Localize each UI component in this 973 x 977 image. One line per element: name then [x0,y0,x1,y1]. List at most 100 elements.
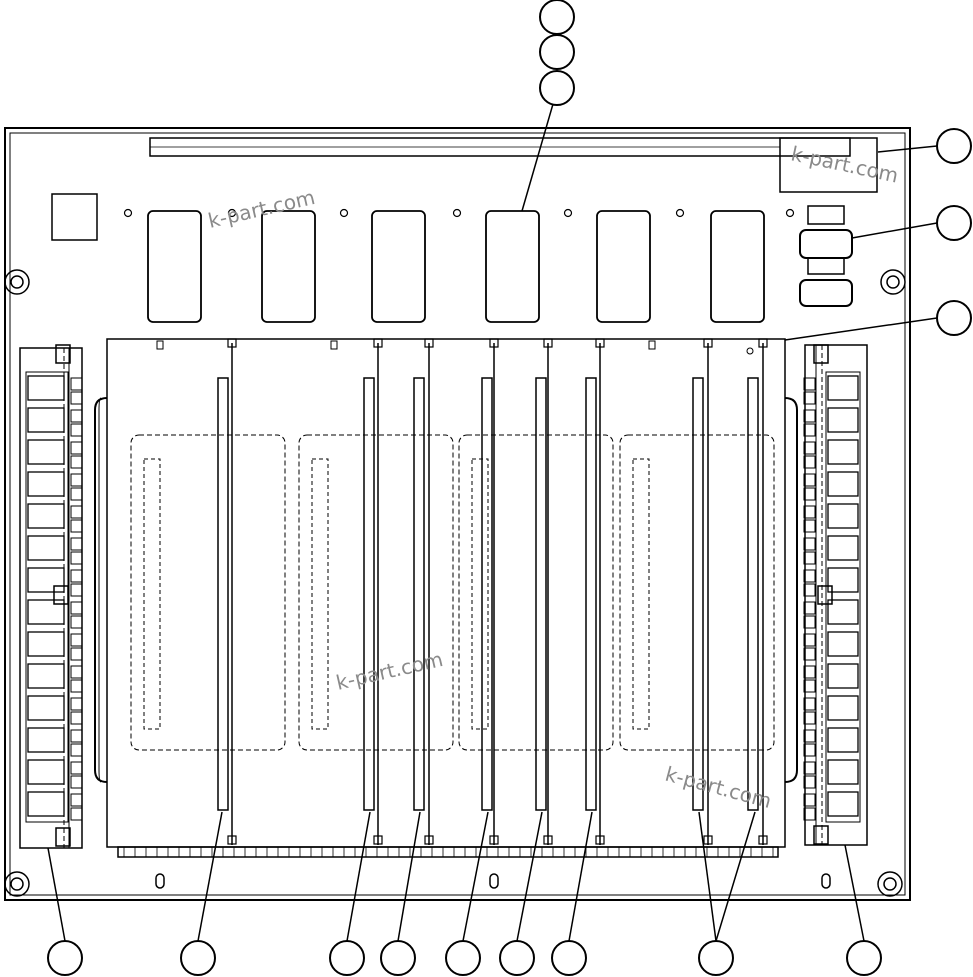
terminal-screw [803,697,816,711]
callout-bubble-bottom [47,940,83,976]
guide-clip-bottom [489,835,499,845]
terminal-screw [70,697,83,711]
terminal-strip-right [803,344,868,846]
terminal-screw [70,487,83,501]
terminal-screw [70,519,83,533]
callout-bubble-bottom [846,940,882,976]
terminal-block [27,727,65,753]
card-guide [481,377,493,811]
terminal-screw [803,505,816,519]
rivet [785,208,795,218]
rivet [452,208,462,218]
opening [147,210,202,323]
guide-clip-top [227,338,237,348]
leader-line [521,103,554,212]
terminal-block [827,375,859,401]
terminal-screw [70,679,83,693]
callout-bubble-top [539,70,575,106]
cage-tab [648,340,656,350]
terminal-screw [803,551,816,565]
terminal-screw [803,647,816,661]
terminal-block [827,599,859,625]
callout-bubble-bottom [180,940,216,976]
leader-line [568,811,593,942]
rivet [675,208,685,218]
card-guide [363,377,375,811]
terminal-screw [803,455,816,469]
terminal-screw [70,729,83,743]
terminal-screw [70,743,83,757]
guide-clip-bottom [424,835,434,845]
leader-line [47,847,66,942]
terminal-screw [70,473,83,487]
card-guide [535,377,547,811]
connector-block [51,193,98,241]
guide-clip-bottom [703,835,713,845]
terminal-block [827,759,859,785]
terminal-block [827,791,859,817]
leader-line [516,811,543,942]
guide-clip-top [703,338,713,348]
terminal-block [827,663,859,689]
terminal-screw [70,423,83,437]
terminal-screw [803,377,816,391]
terminal-block [27,599,65,625]
terminal-block [27,567,65,593]
terminal-screw [803,601,816,615]
terminal-screw [70,583,83,597]
terminal-block [27,375,65,401]
terminal-screw [70,615,83,629]
terminal-block [827,695,859,721]
terminal-screw [803,665,816,679]
terminal-screw [803,679,816,693]
terminal-screw [803,487,816,501]
rivet-row [123,208,795,218]
terminal-screw [70,537,83,551]
terminal-screw [70,441,83,455]
terminal-block [827,631,859,657]
opening [261,210,316,323]
leader-line [197,811,223,942]
card-slot [130,434,286,751]
terminal-block [27,471,65,497]
leader-line [715,811,756,942]
card-slot [619,434,775,751]
callout-bubble-bottom [329,940,365,976]
mounting-holes [4,269,906,897]
label-plate [779,137,878,193]
terminal-screw [70,505,83,519]
terminal-screw [803,441,816,455]
callout-bubble-bottom [499,940,535,976]
terminal-screw [803,711,816,725]
terminal-block [827,567,859,593]
terminal-screw [70,601,83,615]
terminal-block [27,759,65,785]
card-guides [156,338,768,845]
watermark-2: k-part.com [789,141,901,187]
guide-clip-top [758,338,768,348]
terminal-screw [803,775,816,789]
guide-clip-top [373,338,383,348]
terminal-screw [70,711,83,725]
leader-line [698,811,717,942]
leader-line [784,317,938,341]
terminal-block [827,535,859,561]
terminal-screw [803,537,816,551]
guide-clip-bottom [758,835,768,845]
guide-clip-bottom [543,835,553,845]
terminal-block [27,407,65,433]
terminal-screw [803,519,816,533]
terminal-screw [803,761,816,775]
terminal-screw [70,569,83,583]
terminal-screw [803,409,816,423]
terminal-screw [70,551,83,565]
terminal-block [27,535,65,561]
leader-line [877,145,938,153]
card-guide [692,377,704,811]
slot-connector [471,458,489,730]
rivet [339,208,349,218]
terminal-screw [70,775,83,789]
opening [371,210,426,323]
guide-clip-top [424,338,434,348]
